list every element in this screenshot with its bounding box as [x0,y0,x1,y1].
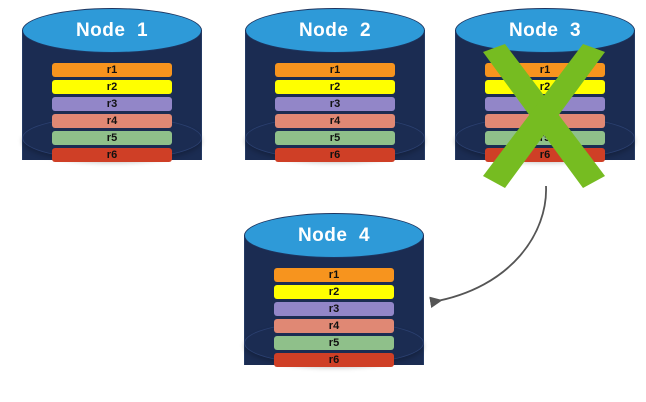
node-3[interactable]: Node 3 r1 r2 r3 r4 r5 r6 [455,8,635,188]
row-item[interactable]: r5 [485,131,605,145]
node-4-rows: r1 r2 r3 r4 r5 r6 [274,268,394,367]
cylinder-top-ellipse [455,8,635,53]
row-item[interactable]: r3 [485,97,605,111]
row-item[interactable]: r1 [275,63,395,77]
row-item[interactable]: r1 [485,63,605,77]
cylinder-top-ellipse [245,8,425,53]
row-item[interactable]: r2 [52,80,172,94]
row-item[interactable]: r4 [485,114,605,128]
cylinder-top-ellipse [244,213,424,258]
row-item[interactable]: r3 [52,97,172,111]
cylinder-top-ellipse [22,8,202,53]
row-item[interactable]: r3 [274,302,394,316]
row-item[interactable]: r6 [274,353,394,367]
node-2-rows: r1 r2 r3 r4 r5 r6 [275,63,395,162]
node-1[interactable]: Node 1 r1 r2 r3 r4 r5 r6 [22,8,202,183]
row-item[interactable]: r1 [274,268,394,282]
row-item[interactable]: r1 [52,63,172,77]
row-item[interactable]: r5 [274,336,394,350]
node-2[interactable]: Node 2 r1 r2 r3 r4 r5 r6 [245,8,425,183]
row-item[interactable]: r6 [52,148,172,162]
node-3-rows: r1 r2 r3 r4 r5 r6 [485,63,605,162]
node-1-rows: r1 r2 r3 r4 r5 r6 [52,63,172,162]
row-item[interactable]: r6 [275,148,395,162]
row-item[interactable]: r2 [485,80,605,94]
row-item[interactable]: r5 [275,131,395,145]
row-item[interactable]: r6 [485,148,605,162]
row-item[interactable]: r4 [52,114,172,128]
node-4[interactable]: Node 4 r1 r2 r3 r4 r5 r6 [244,213,424,388]
row-item[interactable]: r3 [275,97,395,111]
row-item[interactable]: r5 [52,131,172,145]
row-item[interactable]: r2 [275,80,395,94]
row-item[interactable]: r4 [275,114,395,128]
row-item[interactable]: r2 [274,285,394,299]
row-item[interactable]: r4 [274,319,394,333]
